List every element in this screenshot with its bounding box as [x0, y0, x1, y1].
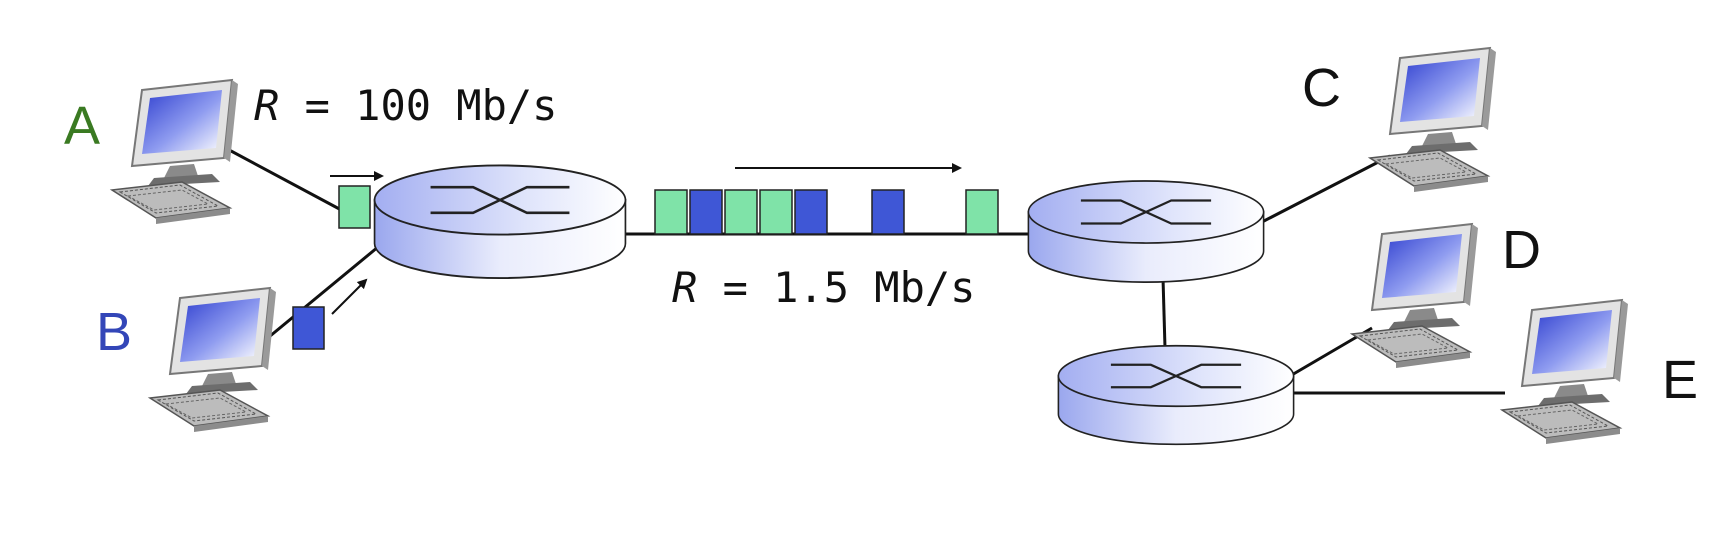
- host-b-label: B: [96, 302, 132, 362]
- host-d-computer-icon[interactable]: [1351, 223, 1479, 369]
- queued-packet-b: [794, 189, 828, 235]
- host-b-computer-icon[interactable]: [149, 287, 277, 433]
- host-c-computer-icon[interactable]: [1369, 47, 1497, 193]
- host-c-label: C: [1302, 58, 1341, 118]
- access-rate-var: R: [254, 81, 279, 130]
- core-rate-var: R: [672, 263, 697, 312]
- queued-packet-a: [759, 189, 793, 235]
- queued-packet-b: [871, 189, 905, 235]
- packet-from-b: [292, 306, 325, 350]
- router-3-icon[interactable]: [1057, 344, 1295, 446]
- link-router2-router3: [1161, 277, 1167, 349]
- queued-packet-a: [724, 189, 758, 235]
- access-rate-label: R = 100 Mb/s: [254, 81, 557, 130]
- router-2-icon[interactable]: [1027, 179, 1265, 284]
- router-1-icon[interactable]: [373, 164, 627, 280]
- host-a-computer-icon[interactable]: [111, 79, 239, 225]
- packet-from-a: [338, 185, 371, 229]
- arrow-b-to-router: [331, 278, 368, 315]
- access-rate-value: = 100 Mb/s: [279, 81, 557, 130]
- link-b-router1: [257, 245, 379, 348]
- host-a-label: A: [64, 96, 100, 156]
- core-rate-label: R = 1.5 Mb/s: [672, 263, 975, 312]
- link-router2-c: [1261, 154, 1391, 224]
- host-e-computer-icon[interactable]: [1501, 299, 1629, 445]
- queued-packet-b: [689, 189, 723, 235]
- core-rate-value: = 1.5 Mb/s: [697, 263, 975, 312]
- packet-queue: [654, 189, 999, 235]
- link-a-router1: [217, 142, 346, 214]
- host-e-label: E: [1662, 350, 1698, 410]
- queued-packet-a: [965, 189, 999, 235]
- host-d-label: D: [1502, 220, 1541, 280]
- queued-packet-a: [654, 189, 688, 235]
